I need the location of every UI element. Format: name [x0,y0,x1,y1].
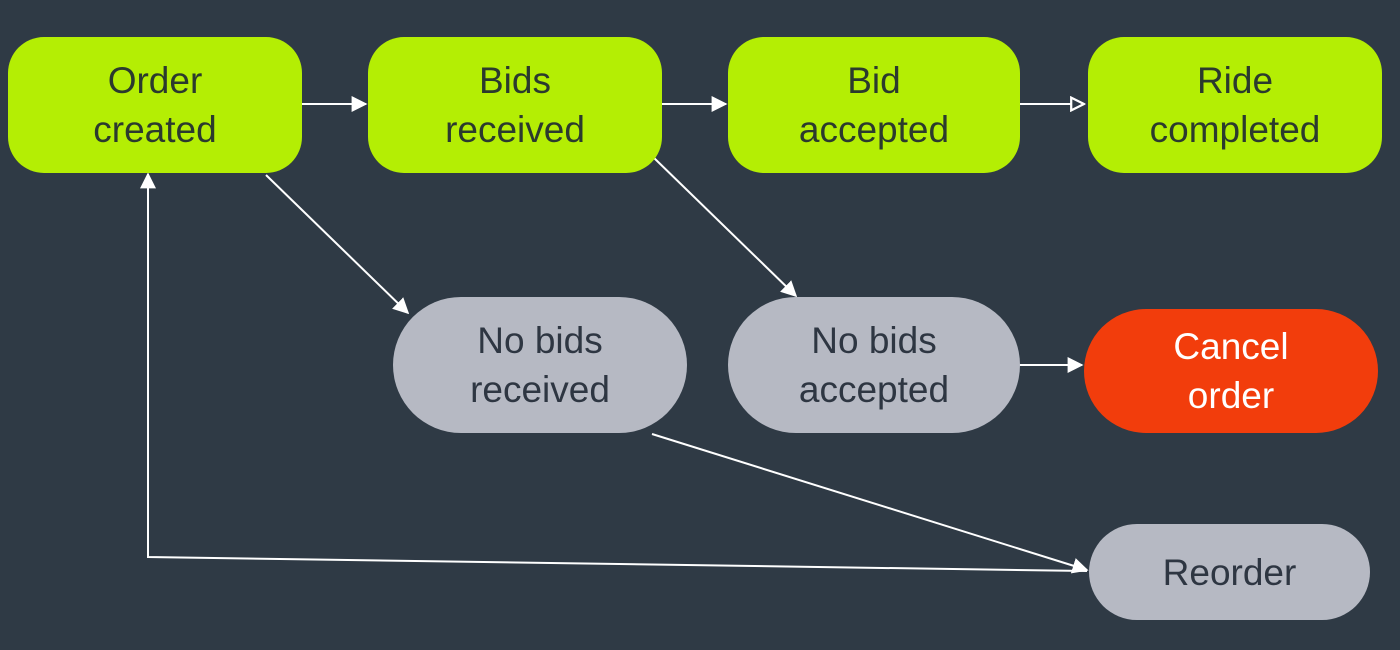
edge-reorder-to-order-created [140,172,1088,572]
node-cancel-order: Cancel order [1084,309,1378,433]
edge-order-created-to-no-bids-received [265,174,410,315]
edge-bids-received-to-no-bids-accepted [651,155,798,298]
node-bids-received: Bids received [368,37,662,173]
edge-no-bids-received-to-reorder [651,433,1089,574]
node-reorder: Reorder [1089,524,1370,620]
node-ride-completed: Ride completed [1088,37,1382,173]
node-no-bids-received: No bids received [393,297,687,433]
node-no-bids-accepted: No bids accepted [728,297,1020,433]
node-bid-accepted: Bid accepted [728,37,1020,173]
node-order-created: Order created [8,37,302,173]
